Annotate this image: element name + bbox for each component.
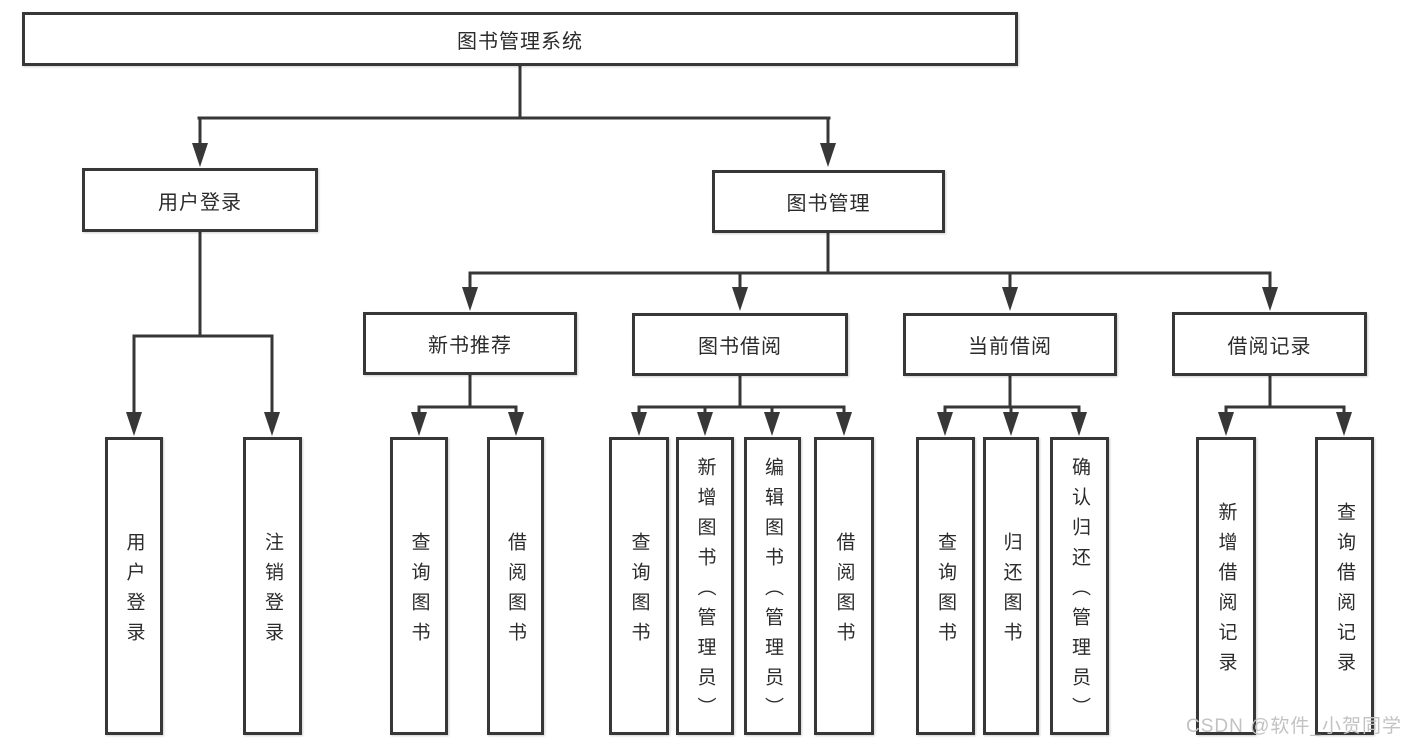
node-label: 新增借阅记录 xyxy=(1215,501,1237,682)
node-label: 新书推荐 xyxy=(428,335,512,357)
node-label: 用户登录 xyxy=(123,531,145,652)
node-label: 图书管理系统 xyxy=(457,30,583,53)
node-label: 借阅图书 xyxy=(833,531,855,652)
node-label: 图书借阅 xyxy=(698,336,782,358)
node-label: 借阅图书 xyxy=(505,531,526,652)
arrow-down-icon xyxy=(631,412,647,436)
node-book-borrow: 图书借阅 xyxy=(632,313,848,376)
node-label: 归还图书 xyxy=(1000,531,1022,652)
connector-book-borrow-split xyxy=(631,374,852,436)
leaf-query-borrow-record: 查询借阅记录 xyxy=(1315,437,1374,735)
arrow-down-icon xyxy=(764,412,780,436)
node-label: 查询图书 xyxy=(628,531,650,652)
node-label: 图书管理 xyxy=(786,193,871,215)
leaf-logout-login: 注销登录 xyxy=(243,437,302,735)
leaf-query-book-borrow: 查询图书 xyxy=(609,437,669,735)
arrow-down-icon xyxy=(508,412,524,436)
node-label: 借阅记录 xyxy=(1227,335,1312,358)
arrow-down-icon xyxy=(1336,412,1352,436)
arrow-down-icon xyxy=(697,412,713,436)
connector-book-management-split xyxy=(462,231,1278,311)
node-user-login: 用户登录 xyxy=(82,168,318,232)
node-root-system: 图书管理系统 xyxy=(22,12,1018,66)
leaf-borrow-book-recommend: 借阅图书 xyxy=(487,437,544,735)
arrow-down-icon xyxy=(411,412,427,436)
connector-root-split xyxy=(192,64,836,167)
arrow-down-icon xyxy=(1218,412,1234,436)
arrow-down-icon xyxy=(264,412,280,436)
leaf-query-book-recommend: 查询图书 xyxy=(390,437,448,735)
leaf-add-borrow-record: 新增借阅记录 xyxy=(1196,437,1256,735)
arrow-down-icon xyxy=(820,143,836,167)
arrow-down-icon xyxy=(1071,412,1087,436)
node-label: 注销登录 xyxy=(262,531,283,652)
arrow-down-icon xyxy=(126,412,142,436)
node-label: 查询图书 xyxy=(408,531,430,652)
leaf-return-book: 归还图书 xyxy=(983,437,1039,735)
arrow-down-icon xyxy=(1002,287,1018,311)
node-label: 确认归还（管理员） xyxy=(1069,456,1090,727)
arrow-down-icon xyxy=(732,287,748,311)
node-borrow-records: 借阅记录 xyxy=(1172,312,1367,376)
leaf-confirm-return-admin: 确认归还（管理员） xyxy=(1050,437,1109,735)
arrow-down-icon xyxy=(462,287,478,311)
node-book-management: 图书管理 xyxy=(712,170,945,233)
node-label: 新增图书（管理员） xyxy=(694,456,716,727)
leaf-query-book-current: 查询图书 xyxy=(916,437,975,735)
csdn-watermark: CSDN @软件_小贺同学 xyxy=(1186,716,1402,737)
node-label: 查询借阅记录 xyxy=(1334,501,1355,682)
node-label: 查询图书 xyxy=(935,531,956,652)
node-label: 编辑图书（管理员） xyxy=(762,456,783,727)
node-label: 当前借阅 xyxy=(968,336,1052,358)
leaf-borrow-book: 借阅图书 xyxy=(814,437,874,735)
connector-user-login-split xyxy=(126,230,280,436)
node-current-borrow: 当前借阅 xyxy=(903,313,1117,376)
connector-borrow-records-split xyxy=(1218,374,1352,436)
arrow-down-icon xyxy=(836,412,852,436)
leaf-edit-book-admin: 编辑图书（管理员） xyxy=(744,437,801,735)
arrow-down-icon xyxy=(937,412,953,436)
leaf-add-book-admin: 新增图书（管理员） xyxy=(676,437,734,735)
node-new-book-recommend: 新书推荐 xyxy=(363,312,577,375)
arrow-down-icon xyxy=(1003,412,1019,436)
leaf-user-login: 用户登录 xyxy=(105,437,163,735)
arrow-down-icon xyxy=(1262,287,1278,311)
arrow-down-icon xyxy=(192,143,208,167)
connector-current-borrow-split xyxy=(937,374,1087,436)
node-label: 用户登录 xyxy=(158,191,242,214)
connector-new-book-split xyxy=(411,373,524,436)
